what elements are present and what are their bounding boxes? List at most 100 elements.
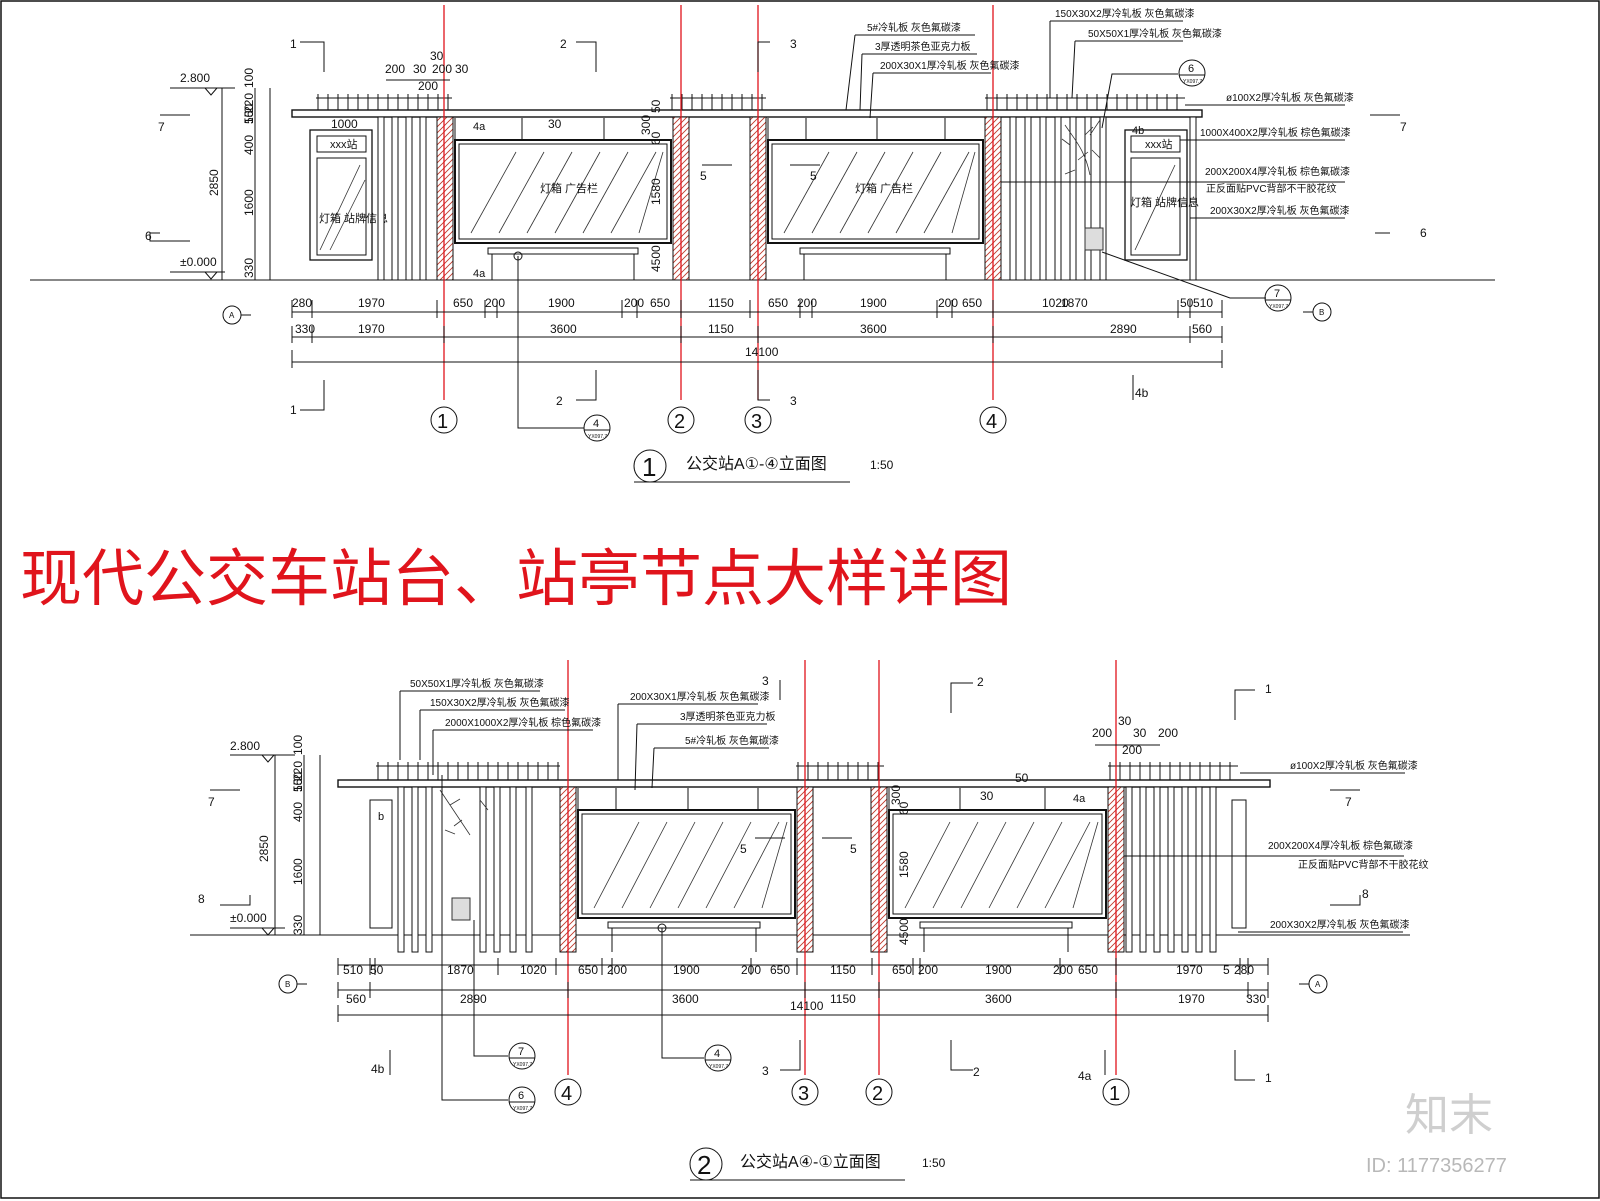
glass-line	[960, 821, 1007, 909]
slat	[405, 116, 413, 281]
glass-line	[761, 821, 788, 909]
roof-beam	[291, 109, 1203, 118]
material-note: ø100X2厚冷轧板 灰色氟碳漆	[1290, 759, 1418, 772]
slat	[1167, 786, 1175, 953]
glass-line	[1044, 821, 1091, 909]
inner-dim-vert: 60	[649, 131, 663, 145]
view-scale: 1:50	[870, 458, 894, 472]
section-label: 2	[560, 37, 567, 51]
section-label: 8	[1362, 887, 1369, 901]
vertical-slats-left	[397, 786, 533, 953]
vertical-slats-right	[1125, 786, 1217, 953]
level-top: 2.800	[230, 739, 260, 753]
dim-value: 1870	[1061, 296, 1088, 310]
leader-line	[432, 729, 593, 775]
leader-line	[651, 747, 769, 789]
level-zero: ±0.000	[230, 911, 267, 925]
glass-line	[895, 151, 942, 234]
slat	[1139, 786, 1147, 953]
top-dim: 200	[1158, 726, 1178, 740]
axis-bubble	[554, 1078, 582, 1106]
top-dim: 30	[1118, 714, 1132, 728]
top-dim: 30	[1133, 726, 1147, 740]
box-text: xxx站	[330, 137, 358, 151]
dim-value: 3600	[672, 992, 699, 1006]
slat	[509, 786, 517, 953]
material-note: 50X50X1厚冷轧板 灰色氟碳漆	[1088, 27, 1222, 40]
view-scale: 1:50	[922, 1156, 946, 1170]
callout-sub: YX097.7	[709, 1064, 728, 1070]
inner-dim: 30	[548, 117, 562, 131]
top-dim: 200	[432, 62, 452, 76]
dim-value: 1970	[358, 322, 385, 336]
inner-dim: 50	[1015, 771, 1029, 785]
box-text-right: xxx站	[1145, 137, 1173, 151]
dim-value: 330	[1246, 992, 1266, 1006]
plant-pattern-icon	[1061, 119, 1101, 176]
height-dim: 400	[242, 135, 256, 155]
material-note: 200X30X2厚冷轧板 灰色氟碳漆	[1210, 204, 1350, 217]
height-dim: 1600	[291, 858, 305, 885]
ad-box-label-1: 灯箱 广告栏	[540, 181, 598, 195]
dim-value: 330	[295, 322, 315, 336]
inner-dim-vert: 4500	[897, 918, 911, 945]
end-label: A	[229, 311, 235, 320]
callout-sub: YX097.7	[1183, 79, 1202, 85]
axis-bubble	[1102, 1078, 1130, 1106]
axis-label: 4	[986, 411, 997, 433]
dim-value: 1900	[673, 963, 700, 977]
dim-value: 5	[1223, 963, 1230, 977]
section-label: 6	[145, 229, 152, 243]
dim-value: 1970	[1178, 992, 1205, 1006]
glass-line	[932, 821, 979, 909]
section-label: 3	[790, 37, 797, 51]
axis-bubble	[865, 1078, 893, 1106]
dim-value: 560	[346, 992, 366, 1006]
level-zero: ±0.000	[180, 255, 217, 269]
section-label: 1	[1265, 1071, 1272, 1085]
ad-box-label-2: 灯箱 广告栏	[855, 181, 913, 195]
elevation-view-1: xxx站 灯箱 站牌信息 灯箱 广告栏 灯箱 广告栏	[30, 5, 1495, 483]
section-label: 3	[762, 1064, 769, 1078]
height-dim: 150	[291, 772, 305, 792]
dim-value: 650	[453, 296, 473, 310]
dim-value: 280	[292, 296, 312, 310]
leader-line	[869, 72, 991, 119]
inner-dim: 30	[980, 789, 994, 803]
section-label: 5	[700, 169, 707, 183]
vertical-slats-left	[377, 116, 427, 281]
top-dim: 30	[413, 62, 427, 76]
glass-line	[988, 821, 1035, 909]
plant-pattern-icon	[439, 789, 489, 836]
slat	[493, 786, 501, 953]
top-dim: 30	[430, 49, 444, 63]
view-title: 公交站A④-①立面图	[740, 1153, 881, 1171]
inner-dim-vert: 1580	[897, 851, 911, 878]
glass-line	[621, 821, 668, 909]
top-dim: 30	[455, 62, 469, 76]
slat	[1009, 116, 1017, 281]
height-dim: 100	[291, 735, 305, 755]
inner-dim-vert: 300	[889, 785, 903, 805]
material-note: 150X30X2厚冷轧板 灰色氟碳漆	[1055, 7, 1195, 20]
detail-callout	[704, 1044, 732, 1072]
dim-value: 650	[650, 296, 670, 310]
total-dim: 14100	[745, 345, 779, 359]
dim-value: 3600	[860, 322, 887, 336]
section-label: 5	[810, 169, 817, 183]
material-note: 正反面贴PVC背部不干胶花纹	[1206, 182, 1337, 195]
post-axis-1	[436, 116, 454, 281]
material-note: 200X30X2厚冷轧板 灰色氟碳漆	[1270, 918, 1410, 931]
dim-value: 280	[1234, 963, 1254, 977]
height-dim: 400	[291, 802, 305, 822]
section-label: 3	[762, 674, 769, 688]
section-label: 7	[208, 795, 215, 809]
section-label: 1	[290, 403, 297, 417]
